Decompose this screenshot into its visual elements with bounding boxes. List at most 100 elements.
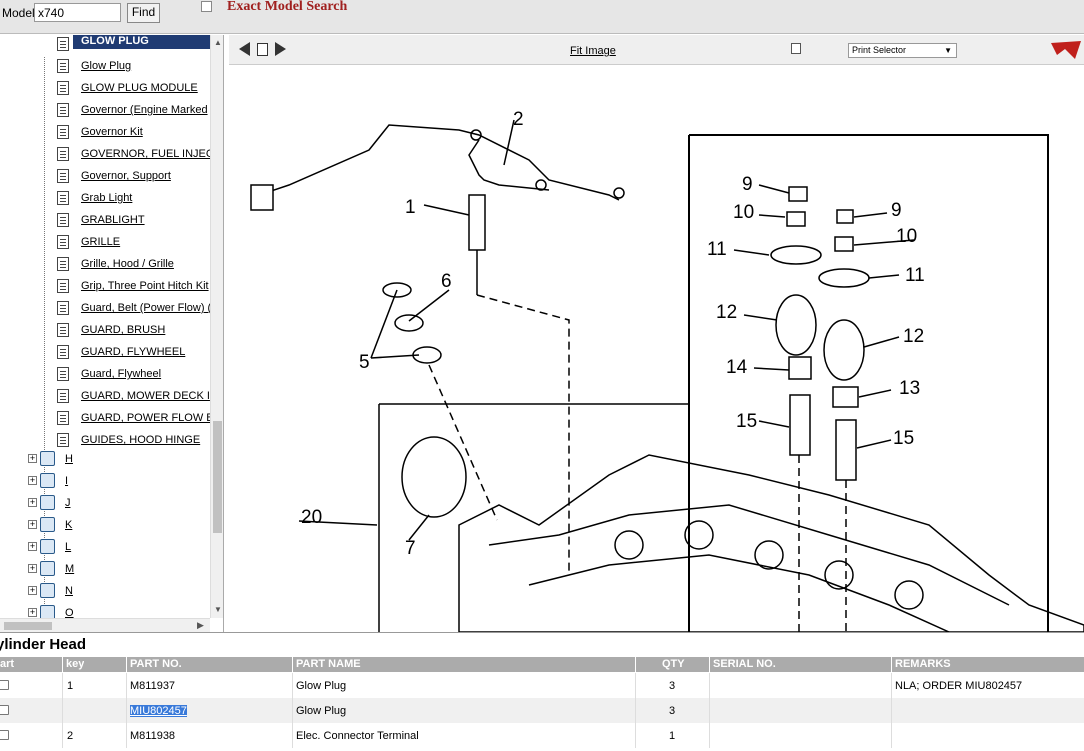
next-arrow-icon[interactable] bbox=[275, 42, 286, 56]
tree-letter-group[interactable]: +H bbox=[0, 449, 210, 471]
brand-logo-icon[interactable] bbox=[1051, 41, 1081, 59]
tree-item-label[interactable]: GLOW PLUG bbox=[73, 35, 210, 49]
tree-item-label[interactable]: Governor (Engine Marked bbox=[81, 104, 208, 116]
tree-item-label[interactable]: GOVERNOR, FUEL INJEC bbox=[81, 148, 210, 160]
tree-item[interactable]: GUIDES, HOOD HINGE bbox=[0, 430, 210, 452]
tree-item-label[interactable]: GUARD, FLYWHEEL bbox=[81, 346, 186, 358]
tree-item[interactable]: Grip, Three Point Hitch Kit bbox=[0, 276, 210, 298]
tree-vertical-scrollbar[interactable]: ▲ ▼ bbox=[210, 35, 223, 618]
tree-item-label[interactable]: GUARD, MOWER DECK I bbox=[81, 390, 210, 402]
callout-number[interactable]: 13 bbox=[899, 378, 920, 399]
tree-item-label[interactable]: GUIDES, HOOD HINGE bbox=[81, 434, 201, 446]
callout-number[interactable]: 11 bbox=[707, 239, 727, 260]
expand-plus-icon[interactable]: + bbox=[28, 475, 37, 485]
col-header-part-no[interactable]: PART NO. bbox=[130, 658, 182, 670]
tree-item[interactable]: GLOW PLUG bbox=[0, 35, 210, 56]
callout-number[interactable]: 12 bbox=[903, 326, 924, 347]
tree-letter-label[interactable]: O bbox=[65, 607, 74, 619]
expand-plus-icon[interactable]: + bbox=[28, 607, 37, 617]
tree-item-label[interactable]: GRABLIGHT bbox=[81, 214, 145, 226]
callout-number[interactable]: 2 bbox=[513, 109, 524, 130]
tree-letter-label[interactable]: J bbox=[65, 497, 71, 509]
tree-item[interactable]: GLOW PLUG MODULE bbox=[0, 78, 210, 100]
callout-number[interactable]: 12 bbox=[716, 302, 737, 323]
hscroll-thumb[interactable] bbox=[4, 622, 52, 630]
tree-item[interactable]: Guard, Belt (Power Flow) ( bbox=[0, 298, 210, 320]
fit-image-link[interactable]: Fit Image bbox=[570, 45, 616, 57]
cart-checkbox[interactable] bbox=[0, 730, 9, 740]
tree-letter-label[interactable]: L bbox=[65, 541, 72, 553]
tree-item-label[interactable]: Grab Light bbox=[81, 192, 133, 204]
tree-item[interactable]: GRILLE bbox=[0, 232, 210, 254]
tree-item[interactable]: GRABLIGHT bbox=[0, 210, 210, 232]
print-icon[interactable] bbox=[791, 43, 801, 54]
callout-number[interactable]: 1 bbox=[405, 197, 416, 218]
tree-item[interactable]: Guard, Flywheel bbox=[0, 364, 210, 386]
tree-letter-group[interactable]: +I bbox=[0, 471, 210, 493]
tree-item[interactable]: GUARD, POWER FLOW B bbox=[0, 408, 210, 430]
tree-letter-label[interactable]: M bbox=[65, 563, 75, 575]
cell-part-no[interactable]: MIU802457 bbox=[130, 705, 187, 717]
tree-item[interactable]: GUARD, MOWER DECK I bbox=[0, 386, 210, 408]
cell-part-no[interactable]: M811937 bbox=[130, 680, 176, 692]
tree-letter-group[interactable]: +J bbox=[0, 493, 210, 515]
tree-letter-label[interactable]: K bbox=[65, 519, 73, 531]
tree-item[interactable]: GOVERNOR, FUEL INJEC bbox=[0, 144, 210, 166]
tree-item-label[interactable]: Grip, Three Point Hitch Kit bbox=[81, 280, 209, 292]
expand-plus-icon[interactable]: + bbox=[28, 497, 37, 507]
scroll-up-icon[interactable]: ▲ bbox=[214, 38, 222, 47]
tree-item[interactable]: Grab Light bbox=[0, 188, 210, 210]
tree-item-label[interactable]: GRILLE bbox=[81, 236, 121, 248]
expand-plus-icon[interactable]: + bbox=[28, 453, 37, 463]
tree-item[interactable]: Governor, Support bbox=[0, 166, 210, 188]
tree-item[interactable]: Glow Plug bbox=[0, 56, 210, 78]
document-icon[interactable] bbox=[257, 43, 268, 56]
tree-item-label[interactable]: Guard, Belt (Power Flow) ( bbox=[81, 302, 210, 314]
callout-number[interactable]: 10 bbox=[896, 226, 917, 247]
tree-letter-label[interactable]: N bbox=[65, 585, 73, 597]
cell-part-no[interactable]: M811938 bbox=[130, 730, 176, 742]
callout-number[interactable]: 5 bbox=[359, 352, 370, 373]
tree-item[interactable]: GUARD, BRUSH bbox=[0, 320, 210, 342]
expand-plus-icon[interactable]: + bbox=[28, 563, 37, 573]
scroll-down-icon[interactable]: ▼ bbox=[214, 605, 222, 614]
find-button[interactable]: Find bbox=[127, 3, 160, 23]
callout-number[interactable]: 14 bbox=[726, 357, 748, 378]
tree-item[interactable]: Governor Kit bbox=[0, 122, 210, 144]
scroll-thumb[interactable] bbox=[213, 421, 222, 533]
callout-number[interactable]: 11 bbox=[905, 265, 925, 286]
tree-item-label[interactable]: GUARD, POWER FLOW B bbox=[81, 412, 210, 424]
model-input[interactable] bbox=[34, 3, 121, 22]
tree-item[interactable]: Grille, Hood / Grille bbox=[0, 254, 210, 276]
callout-number[interactable]: 9 bbox=[891, 200, 902, 221]
tree-item-label[interactable]: Governor Kit bbox=[81, 126, 143, 138]
previous-arrow-icon[interactable] bbox=[239, 42, 250, 56]
tree-item-label[interactable]: Governor, Support bbox=[81, 170, 171, 182]
callout-number[interactable]: 10 bbox=[733, 202, 754, 223]
exact-model-checkbox[interactable] bbox=[201, 1, 212, 12]
scroll-right-icon[interactable]: ▶ bbox=[197, 620, 204, 630]
cart-checkbox[interactable] bbox=[0, 705, 9, 715]
tree-letter-group[interactable]: +K bbox=[0, 515, 210, 537]
expand-plus-icon[interactable]: + bbox=[28, 585, 37, 595]
tree-item-label[interactable]: Grille, Hood / Grille bbox=[81, 258, 174, 270]
tree-letter-label[interactable]: I bbox=[65, 475, 69, 487]
tree-item-label[interactable]: GLOW PLUG MODULE bbox=[81, 82, 198, 94]
callout-number[interactable]: 20 bbox=[301, 507, 322, 528]
tree-letter-group[interactable]: +N bbox=[0, 581, 210, 603]
print-selector-dropdown[interactable]: Print Selector▼ bbox=[848, 43, 957, 58]
callout-number[interactable]: 15 bbox=[736, 411, 757, 432]
tree-letter-label[interactable]: H bbox=[65, 453, 73, 465]
tree-horizontal-scrollbar[interactable]: ▶ bbox=[0, 618, 210, 632]
callout-number[interactable]: 9 bbox=[742, 174, 753, 195]
tree-item-label[interactable]: Glow Plug bbox=[81, 60, 132, 72]
cart-checkbox[interactable] bbox=[0, 680, 9, 690]
expand-plus-icon[interactable]: + bbox=[28, 541, 37, 551]
callout-number[interactable]: 7 bbox=[405, 538, 416, 559]
col-header-part-name[interactable]: PART NAME bbox=[296, 658, 361, 670]
tree-item[interactable]: Governor (Engine Marked bbox=[0, 100, 210, 122]
tree-item-label[interactable]: Guard, Flywheel bbox=[81, 368, 162, 380]
callout-number[interactable]: 6 bbox=[441, 271, 452, 292]
tree-item-label[interactable]: GUARD, BRUSH bbox=[81, 324, 166, 336]
callout-number[interactable]: 15 bbox=[893, 428, 914, 449]
